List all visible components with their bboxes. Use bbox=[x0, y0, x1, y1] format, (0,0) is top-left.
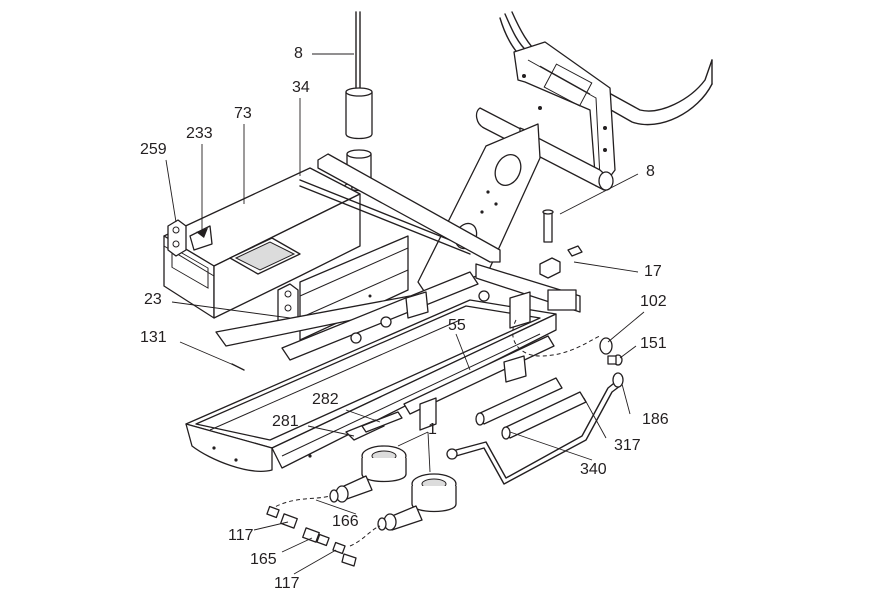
callout-73: 73 bbox=[234, 105, 252, 122]
callout-102: 102 bbox=[640, 293, 667, 310]
callout-55: 55 bbox=[448, 317, 466, 334]
callout-23: 23 bbox=[144, 291, 162, 308]
side-rails bbox=[215, 271, 555, 431]
label-plates bbox=[345, 411, 403, 441]
fitting-117-bottom bbox=[332, 541, 357, 567]
callout-131: 131 bbox=[140, 329, 167, 346]
callout-165: 165 bbox=[250, 551, 277, 568]
fitting-151 bbox=[607, 354, 623, 366]
callout-281: 281 bbox=[272, 413, 299, 430]
callout-166: 166 bbox=[332, 513, 359, 530]
callout-233: 233 bbox=[186, 125, 213, 142]
callout-8-top: 8 bbox=[294, 45, 303, 62]
fitting-102 bbox=[599, 337, 613, 355]
callout-317: 317 bbox=[614, 437, 641, 454]
callout-117-bottom: 117 bbox=[274, 575, 300, 592]
rear-bar bbox=[317, 153, 581, 313]
callout-259: 259 bbox=[140, 141, 167, 158]
burner-left bbox=[329, 445, 407, 503]
callout-282: 282 bbox=[312, 391, 339, 408]
dashed-hoses bbox=[269, 319, 601, 547]
burner-right bbox=[377, 473, 457, 531]
callout-340: 340 bbox=[580, 461, 607, 478]
callout-117-top: 117 bbox=[228, 527, 254, 544]
tubes bbox=[475, 377, 587, 440]
burner-box bbox=[163, 167, 471, 329]
callout-151: 151 bbox=[640, 335, 667, 352]
callout-17: 17 bbox=[644, 263, 662, 280]
fitting-117-top bbox=[266, 505, 298, 529]
callout-8-right: 8 bbox=[646, 163, 655, 180]
callout-34: 34 bbox=[292, 79, 310, 96]
gas-line-186 bbox=[446, 372, 624, 485]
fitting-17 bbox=[539, 245, 583, 279]
base-frame bbox=[185, 299, 557, 472]
pin-part-8-right bbox=[542, 209, 554, 243]
leader-lines bbox=[165, 53, 645, 575]
callout-1: 1 bbox=[428, 421, 437, 438]
fitting-165 bbox=[302, 527, 330, 547]
callout-186: 186 bbox=[642, 411, 669, 428]
